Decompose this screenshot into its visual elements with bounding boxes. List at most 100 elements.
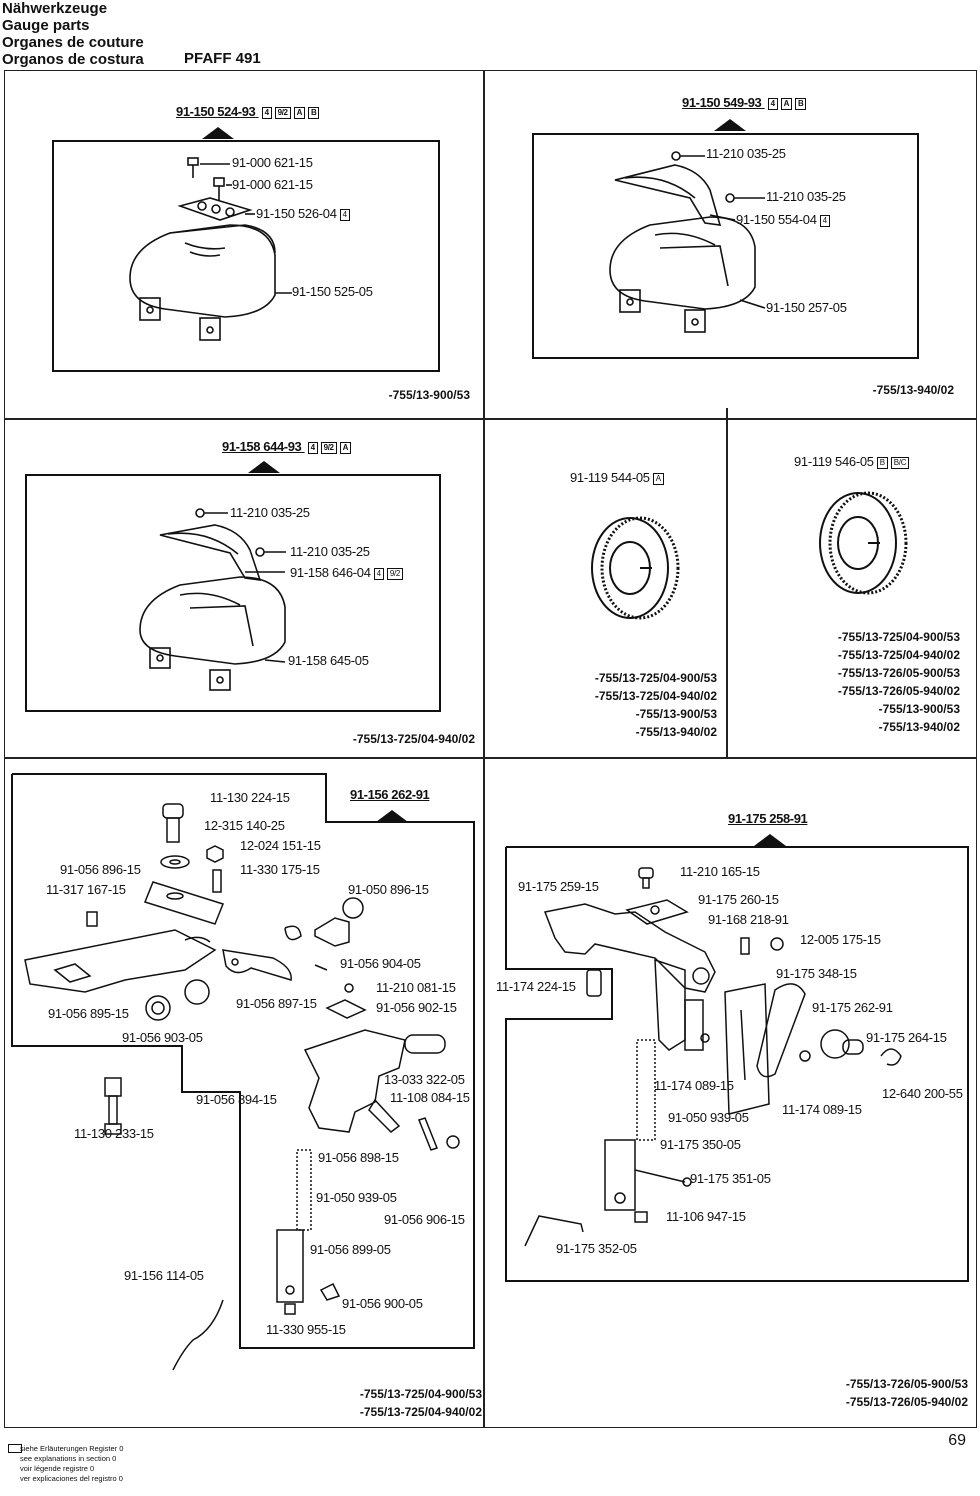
panel-4-part-tag: A (652, 472, 664, 485)
footer-line-en: see explanations in section 0 (20, 1454, 117, 1463)
panel-1-part-3-tag: 4 (339, 208, 350, 221)
panel-6-assembly: 91-156 262-91 (350, 787, 430, 802)
panel-6-part-3: 12-024 151-15 (240, 838, 321, 853)
panel-2-code-1: -755/13-940/02 (872, 383, 954, 397)
panel-6-code-2: -755/13-725/04-940/02 (359, 1405, 482, 1419)
panel-3-pointer (248, 461, 280, 473)
panel-4-code-1: -755/13-725/04-900/53 (594, 671, 717, 685)
panel-7-part-7: 11-174 224-15 (496, 979, 576, 994)
panel-2-tag-2: A (780, 97, 793, 110)
panel-7-part-17: 91-175 352-05 (556, 1241, 637, 1256)
footer-line-fr: voir légende registre 0 (20, 1464, 95, 1473)
panel-1-part-3-number: 91-150 526-04 (256, 206, 337, 221)
panel-7-part-5: 12-005 175-15 (800, 932, 881, 947)
panel-6-outline (11, 773, 475, 1349)
panel-7-part-1: 11-210 165-15 (680, 864, 760, 879)
panel-1-tag-1: 4 (261, 106, 272, 119)
panel-2-assembly-number: 91-150 549-93 (682, 95, 762, 110)
panel-6-part-10: 91-056 902-15 (376, 1000, 457, 1015)
footer-line-es: ver explicaciones del registro 0 (20, 1474, 123, 1483)
page-number: 69 (948, 1432, 966, 1449)
footer-line-de: siehe Erläuterungen Register 0 (20, 1444, 124, 1453)
panel-7-part-13: 91-050 939-05 (668, 1110, 749, 1125)
panel-1-tag-2: 9/2 (274, 106, 291, 119)
panel-1-drawing (129, 157, 292, 341)
panel-6-part-22: 91-156 114-05 (124, 1268, 204, 1283)
panel-7-part-2: 91-175 259-15 (518, 879, 599, 894)
panel-6-part-24: 11-330 955-15 (266, 1322, 346, 1337)
panel-1-code-1: -755/13-900/53 (388, 388, 470, 402)
legend-box-icon (8, 1444, 22, 1453)
panel-5-handwheel-drawing (819, 491, 908, 595)
panel-7-part-9: 91-175 264-15 (866, 1030, 947, 1045)
panel-6-part-11: 91-056 897-15 (236, 996, 317, 1011)
panel-1-tag-4: B (307, 106, 320, 119)
panel-2-tag-3: B (795, 97, 807, 110)
panel-3-tag-3: A (339, 441, 351, 454)
panel-7-pointer (754, 834, 786, 846)
panel-3-codes: -755/13-725/04-940/02 (353, 730, 475, 748)
panel-7-codes: -755/13-726/05-900/53 -755/13-726/05-940… (846, 1375, 968, 1411)
panel-3-part-4: 91-158 645-05 (288, 653, 369, 668)
panel-3-part-1: 11-210 035-25 (230, 505, 310, 520)
panel-5-code-1: -755/13-725/04-900/53 (837, 630, 960, 644)
panel-5-code-3: -755/13-726/05-900/53 (837, 666, 960, 680)
panel-7-outline (505, 846, 969, 1282)
header-line-es: Organos de costura (2, 51, 144, 68)
panel-7-part-15: 91-175 351-05 (690, 1171, 771, 1186)
model-name: PFAFF 491 (184, 50, 261, 67)
panel-2-pointer (714, 119, 746, 131)
panel-5-part-tag-1: B (876, 456, 888, 469)
panel-2-part-2: 11-210 035-25 (766, 189, 846, 204)
panel-1-part-2: 91-000 621-15 (232, 177, 313, 192)
panel-4-code-2: -755/13-725/04-940/02 (594, 689, 717, 703)
panel-1-part-4: 91-150 525-05 (292, 284, 373, 299)
panel-6-part-23: 91-056 900-05 (342, 1296, 423, 1311)
panel-6-part-9: 11-210 081-15 (376, 980, 456, 995)
panel-6-part-2: 12-315 140-25 (204, 818, 285, 833)
grid-hline-2 (4, 757, 977, 759)
panel-1-codes: -755/13-900/53 (389, 386, 470, 404)
panel-7-code-1: -755/13-726/05-900/53 (845, 1377, 968, 1391)
panel-3-part-3-tag-2: 9/2 (386, 567, 404, 580)
panel-6-part-16: 11-108 084-15 (390, 1090, 470, 1105)
panel-7-part-3: 91-175 260-15 (698, 892, 779, 907)
panel-1-part-1: 91-000 621-15 (232, 155, 313, 170)
panel-1-assembly-number: 91-150 524-93 (176, 104, 256, 119)
panel-6-part-15: 13-033 322-05 (384, 1072, 465, 1087)
header-line-en: Gauge parts (2, 17, 90, 34)
panel-6-part-8: 91-056 904-05 (340, 956, 421, 971)
panel-6-part-7: 91-050 896-15 (348, 882, 429, 897)
panel-2-assembly-box (532, 133, 919, 359)
panel-5-codes: -755/13-725/04-900/53 -755/13-725/04-940… (838, 628, 960, 736)
panel-5-code-6: -755/13-940/02 (878, 720, 960, 734)
panel-6-part-20: 91-056 906-15 (384, 1212, 465, 1227)
panel-2-part-3-number: 91-150 554-04 (736, 212, 817, 227)
panel-2-part-1: 11-210 035-25 (706, 146, 786, 161)
panel-3-drawing (139, 508, 286, 691)
panel-6-part-13: 91-056 903-05 (122, 1030, 203, 1045)
panel-6-code-1: -755/13-725/04-900/53 (359, 1387, 482, 1401)
panel-2-codes: -755/13-940/02 (873, 381, 954, 399)
panel-5-code-5: -755/13-900/53 (878, 702, 960, 716)
panel-6-part-1: 11-130 224-15 (210, 790, 290, 805)
panel-7-assembly: 91-175 258-91 (728, 811, 808, 826)
panel-5-code-2: -755/13-725/04-940/02 (837, 648, 960, 662)
panel-5-part-number: 91-119 546-05 (794, 454, 874, 469)
panel-5-part-tag-2: B/C (890, 456, 910, 469)
panel-6-drawing (24, 803, 460, 1371)
grid-vline-center (483, 70, 485, 1428)
panel-7-part-14: 91-175 350-05 (660, 1137, 741, 1152)
panel-6-part-6: 11-317 167-15 (46, 882, 126, 897)
panel-7-part-6: 91-175 348-15 (776, 966, 857, 981)
panel-6-part-12: 91-056 895-15 (48, 1006, 129, 1021)
panel-1-tag-3: A (293, 106, 305, 119)
panel-3-part-3-tag-1: 4 (373, 567, 384, 580)
panel-1-assembly-box (52, 140, 440, 372)
panel-4-handwheel-drawing (591, 516, 680, 620)
